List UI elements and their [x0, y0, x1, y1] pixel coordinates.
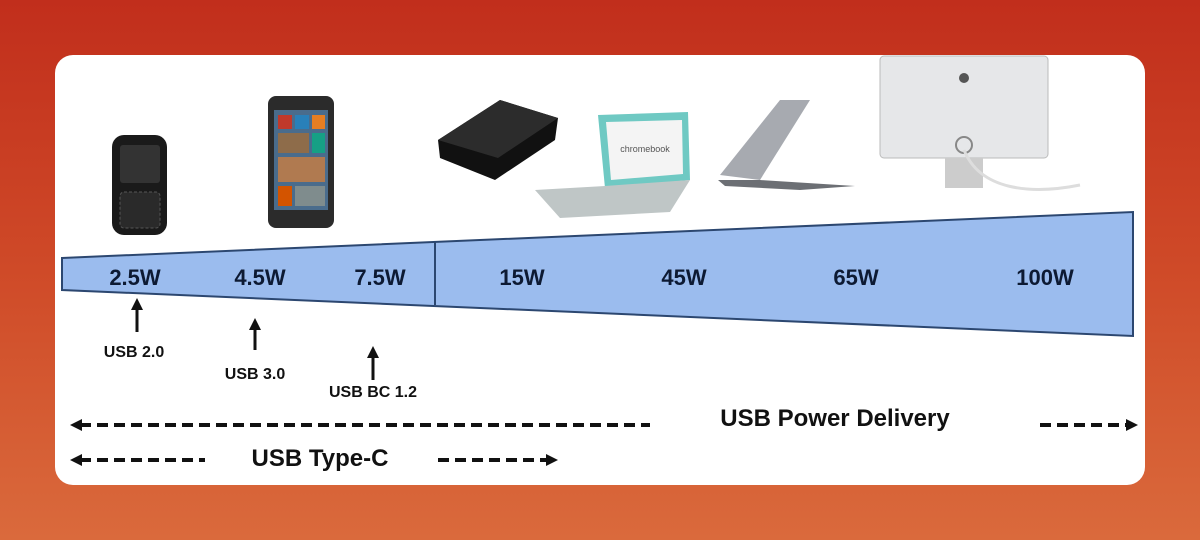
- power-label-4-5w: 4.5W: [234, 265, 286, 290]
- power-label-2-5w: 2.5W: [109, 265, 161, 290]
- usb-power-delivery-label: USB Power Delivery: [720, 405, 950, 432]
- usbbc12-label: USB BC 1.2: [328, 384, 418, 401]
- power-wedge: [61, 210, 1134, 338]
- usb30-label: USB 3.0: [224, 366, 286, 383]
- arrowhead-left-icon: [70, 419, 82, 431]
- arrowhead-right-icon: [1126, 419, 1138, 431]
- usb-type-c-label: USB Type-C: [251, 445, 389, 472]
- power-label-15w: 15W: [499, 265, 545, 290]
- windows-phone-icon: [268, 96, 334, 228]
- external-hard-drive-icon: [438, 100, 558, 180]
- svg-text:chromebook: chromebook: [620, 144, 670, 154]
- ultrabook-laptop-icon: [718, 100, 855, 190]
- power-label-7-5w: 7.5W: [354, 265, 406, 290]
- chromebook-icon: chromebook: [535, 112, 690, 218]
- arrowhead-right-icon: [546, 454, 558, 466]
- imac-desktop-icon: [879, 55, 1081, 191]
- power-label-65w: 65W: [833, 265, 879, 290]
- usb20-label: USB 2.0: [103, 344, 165, 361]
- diagram-graphics: chromebook: [61, 55, 1138, 466]
- power-label-100w: 100W: [1016, 265, 1074, 290]
- diagram-card: chromebook: [55, 55, 1145, 485]
- power-label-45w: 45W: [661, 265, 707, 290]
- blackberry-phone-icon: [112, 135, 167, 235]
- arrowhead-left-icon: [70, 454, 82, 466]
